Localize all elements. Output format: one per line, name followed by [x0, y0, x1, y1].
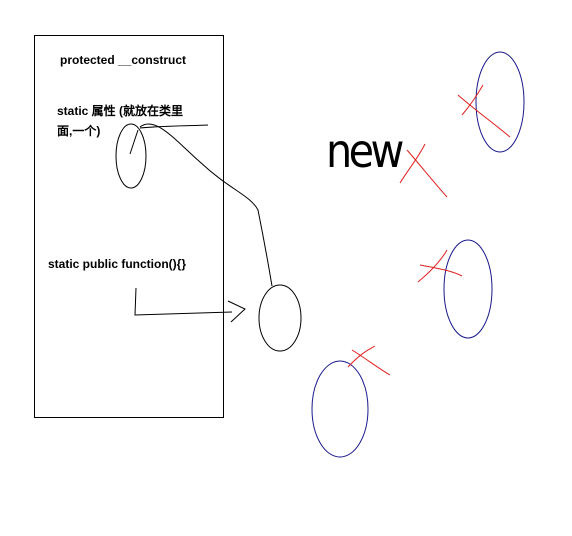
static-property-circle — [115, 123, 147, 189]
instance-circle-bottom — [311, 360, 369, 458]
constructor-label: protected __construct — [60, 53, 187, 67]
shared-instance-circle — [258, 284, 302, 352]
static-property-connector — [139, 123, 273, 287]
cross-out-bottom — [347, 345, 391, 376]
new-handwritten-label: new — [326, 124, 404, 178]
cross-out-middle — [417, 249, 463, 283]
static-method-arrow-head — [227, 300, 246, 323]
static-property-tick — [129, 129, 139, 155]
cross-out-top — [457, 84, 511, 138]
static-property-underline — [139, 124, 209, 129]
static-method-label: static public function(){} — [48, 257, 186, 271]
static-method-arrow-line — [134, 287, 233, 316]
instance-circle-top — [475, 51, 525, 153]
instance-circle-middle — [443, 239, 493, 339]
cross-out-new — [399, 143, 448, 198]
static-property-label-line1: static 属性 (就放在类里 — [57, 104, 184, 118]
static-property-label-line2: 面,一个) — [57, 124, 101, 138]
class-box — [34, 35, 224, 418]
